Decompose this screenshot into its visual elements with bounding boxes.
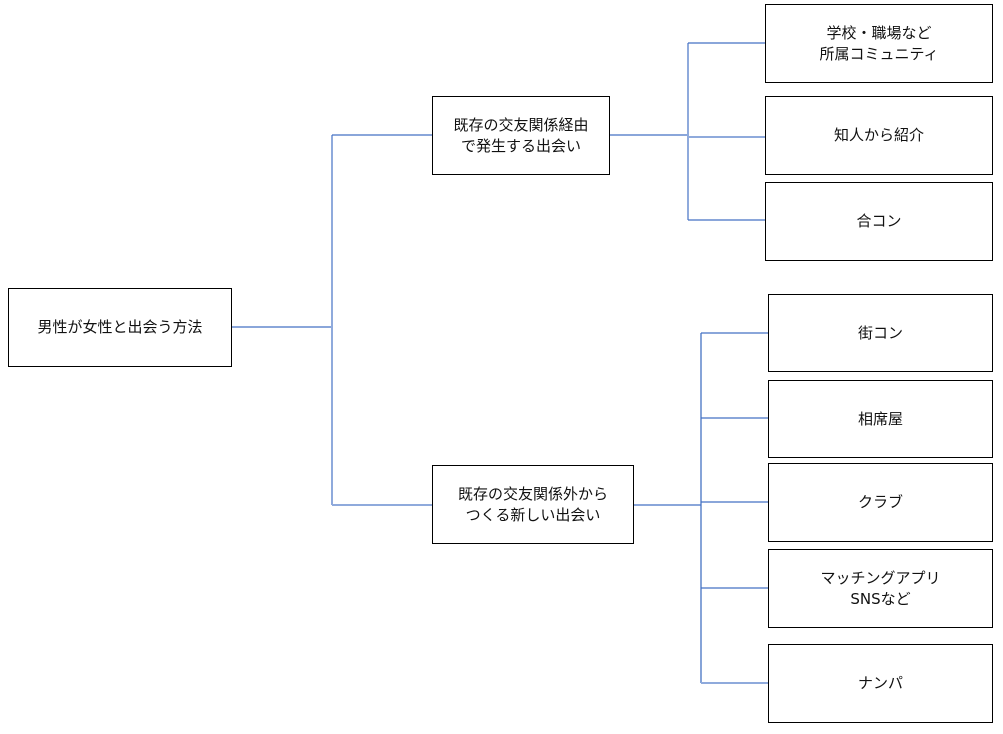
leaf-node-aisekiya: 相席屋 [768, 380, 993, 458]
category-node-existing-relations: 既存の交友関係経由 で発生する出会い [432, 96, 610, 175]
leaf-node-label: 合コン [856, 212, 902, 230]
leaf-node-label: ナンパ [857, 674, 903, 692]
leaf-node-label: マッチングアプリ SNSなど [820, 568, 941, 608]
root-node: 男性が女性と出会う方法 [8, 288, 232, 367]
leaf-node-introduction: 知人から紹介 [765, 96, 993, 175]
leaf-node-matching-app: マッチングアプリ SNSなど [768, 549, 993, 628]
category-node-new-encounters: 既存の交友関係外から つくる新しい出会い [432, 465, 634, 544]
leaf-node-machikon: 街コン [768, 294, 993, 372]
leaf-node-label: 街コン [857, 323, 903, 342]
leaf-node-community: 学校・職場など 所属コミュニティ [765, 4, 993, 83]
leaf-node-label: 相席屋 [857, 409, 903, 428]
leaf-node-club: クラブ [768, 463, 993, 542]
leaf-node-label: 学校・職場など 所属コミュニティ [819, 23, 939, 63]
leaf-node-label: クラブ [857, 493, 903, 511]
root-node-label: 男性が女性と出会う方法 [37, 318, 203, 336]
leaf-node-goukon: 合コン [765, 182, 993, 261]
category-node-label: 既存の交友関係外から つくる新しい出会い [457, 484, 608, 524]
leaf-node-label: 知人から紹介 [833, 126, 924, 144]
category-node-label: 既存の交友関係経由 で発生する出会い [453, 115, 589, 155]
leaf-node-nanpa: ナンパ [768, 644, 993, 723]
